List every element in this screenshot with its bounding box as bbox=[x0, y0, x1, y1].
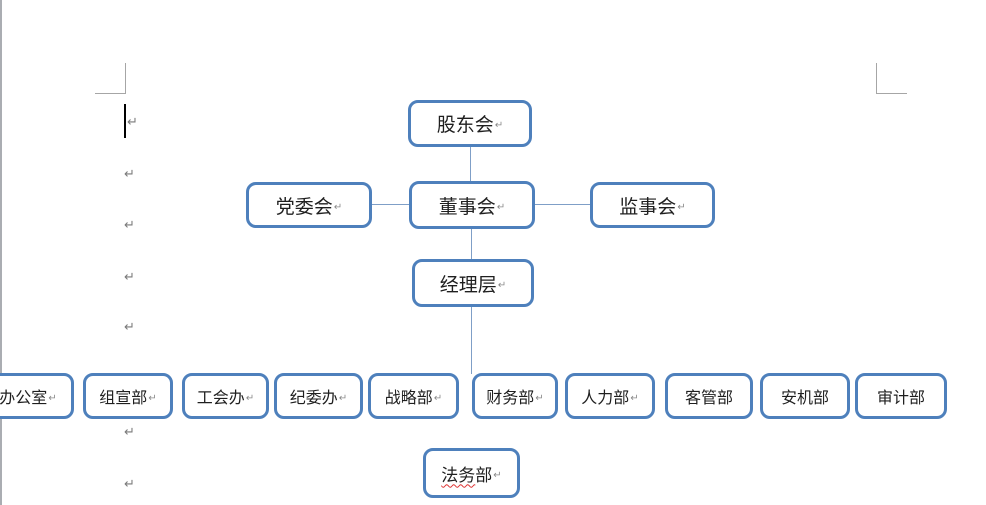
paragraph-mark: ↵ bbox=[630, 392, 639, 404]
paragraph-mark: ↵ bbox=[496, 201, 506, 213]
org-node-dept-human-resources[interactable]: 人力部↵ bbox=[565, 373, 655, 419]
paragraph-mark: ↵ bbox=[333, 201, 343, 213]
paragraph-mark: ↵ bbox=[124, 218, 135, 233]
paragraph-mark: ↵ bbox=[48, 392, 57, 404]
node-label: 党委会 bbox=[275, 196, 333, 218]
connector-board-supervisory bbox=[534, 204, 591, 205]
paragraph-mark: ↵ bbox=[494, 120, 504, 131]
org-node-dept-discipline[interactable]: 纪委办↵ bbox=[274, 373, 363, 419]
paragraph-mark: ↵ bbox=[433, 392, 443, 404]
paragraph-mark: ↵ bbox=[127, 115, 138, 130]
text-boundary-topright-mark bbox=[876, 63, 907, 94]
paragraph-mark: ↵ bbox=[124, 270, 135, 285]
node-label: 战略部 bbox=[384, 390, 433, 407]
paragraph-mark: ↵ bbox=[245, 392, 255, 404]
text-boundary-topleft-mark bbox=[95, 63, 126, 94]
paragraph-mark: ↵ bbox=[124, 320, 135, 335]
paragraph-mark: ↵ bbox=[124, 167, 135, 182]
org-node-dept-customer-management[interactable]: 客管部 bbox=[665, 373, 753, 419]
node-label: 董事会 bbox=[438, 196, 496, 218]
page-left-edge bbox=[0, 0, 2, 505]
node-label: 审计部 bbox=[876, 390, 925, 407]
node-label: 监事会 bbox=[619, 196, 677, 218]
node-label: 办公室 bbox=[0, 390, 48, 407]
node-label: 安机部 bbox=[780, 390, 829, 407]
text-cursor bbox=[124, 104, 126, 138]
org-node-dept-audit[interactable]: 审计部 bbox=[855, 373, 947, 419]
org-node-shareholders[interactable]: 股东会↵ bbox=[408, 100, 532, 147]
org-node-dept-labor-union[interactable]: 工会办↵ bbox=[182, 373, 269, 419]
node-label: 财务部 bbox=[486, 390, 535, 407]
node-label-misspelled: 法务 bbox=[441, 465, 476, 485]
org-node-dept-organization-publicity[interactable]: 组宣部↵ bbox=[83, 373, 173, 419]
connector-board-management bbox=[471, 228, 472, 260]
node-label: 纪委办 bbox=[289, 390, 338, 407]
org-node-dept-finance[interactable]: 财务部↵ bbox=[472, 373, 558, 419]
connector-management-departments bbox=[471, 306, 472, 374]
paragraph-mark: ↵ bbox=[124, 477, 135, 492]
paragraph-mark: ↵ bbox=[497, 279, 507, 291]
node-label: 组宣部 bbox=[99, 390, 148, 407]
node-label: 部 bbox=[475, 465, 493, 485]
node-label: 人力部 bbox=[581, 390, 630, 407]
node-label: 客管部 bbox=[684, 390, 733, 407]
org-node-dept-legal[interactable]: 法务部↵ bbox=[423, 448, 520, 498]
paragraph-mark: ↵ bbox=[535, 392, 544, 404]
org-node-dept-strategy[interactable]: 战略部↵ bbox=[368, 373, 459, 419]
node-label: 股东会 bbox=[436, 115, 494, 136]
node-label: 经理层 bbox=[439, 274, 497, 296]
connector-party-board bbox=[371, 204, 410, 205]
org-node-dept-safety-equipment[interactable]: 安机部 bbox=[760, 373, 850, 419]
org-node-management[interactable]: 经理层↵ bbox=[412, 259, 534, 307]
node-label: 工会办 bbox=[196, 390, 245, 407]
paragraph-mark: ↵ bbox=[124, 425, 135, 440]
paragraph-mark: ↵ bbox=[338, 392, 348, 404]
paragraph-mark: ↵ bbox=[148, 392, 157, 404]
org-node-board-of-directors[interactable]: 董事会↵ bbox=[409, 181, 535, 229]
org-node-party-committee[interactable]: 党委会↵ bbox=[246, 182, 372, 228]
org-node-supervisory-board[interactable]: 监事会↵ bbox=[590, 182, 715, 228]
paragraph-mark: ↵ bbox=[677, 201, 686, 213]
connector-shareholders-board bbox=[470, 147, 471, 182]
paragraph-mark: ↵ bbox=[493, 469, 502, 481]
org-node-dept-office[interactable]: 办公室↵ bbox=[0, 373, 74, 419]
